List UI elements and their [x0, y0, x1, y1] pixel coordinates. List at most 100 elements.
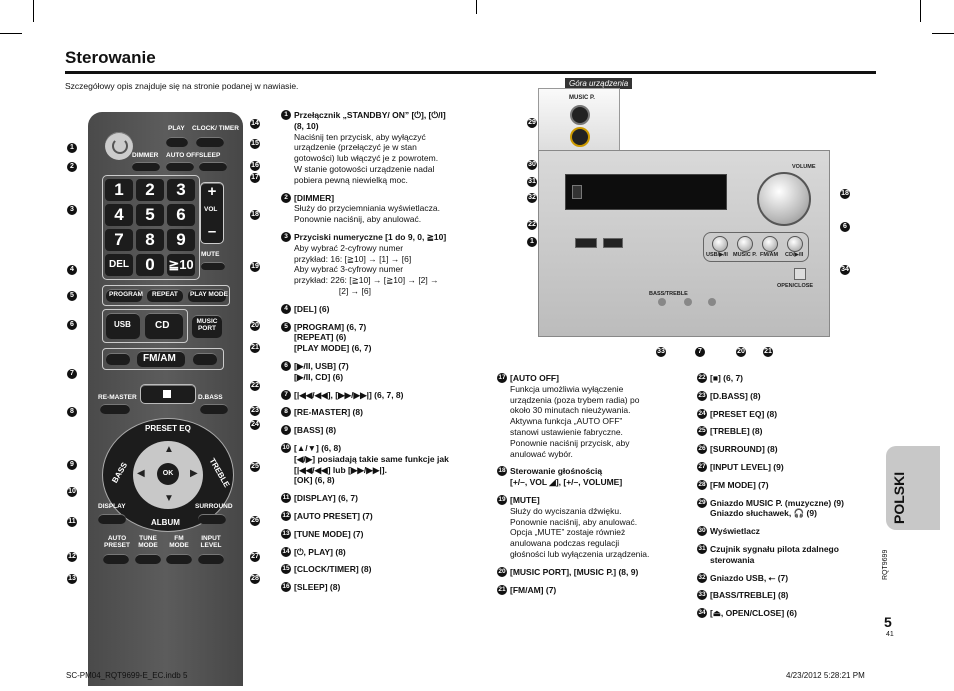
tune-mode-button[interactable] — [135, 554, 161, 564]
digit-key[interactable]: 8 — [136, 229, 164, 251]
del-button[interactable]: DEL — [105, 254, 133, 276]
repeat-button[interactable]: REPEAT — [147, 289, 183, 302]
item-heading: [TUNE MODE] (7) — [294, 528, 364, 539]
cd-play-button[interactable]: CD — [145, 313, 183, 339]
auto-preset-button[interactable] — [103, 554, 129, 564]
callout-badge: 18 — [250, 210, 260, 220]
eject-button[interactable] — [794, 268, 806, 280]
callout-badge: 6 — [67, 320, 77, 330]
digit-key[interactable]: 3 — [167, 179, 195, 201]
digit-key[interactable]: 1 — [105, 179, 133, 201]
item-heading: [D.BASS] (8) — [710, 390, 761, 401]
item-heading: [▲/▼] (6, 8) — [294, 442, 342, 453]
device-stop-button[interactable] — [603, 238, 623, 248]
display-button[interactable] — [98, 514, 126, 524]
auto-preset-label: AUTO PRESET — [103, 535, 130, 549]
item-number-badge: 29 — [697, 497, 707, 508]
description-item: 11[DISPLAY] (6, 7) — [281, 493, 486, 504]
remaster-button[interactable] — [100, 404, 130, 414]
device-fm-am-button[interactable] — [762, 236, 778, 252]
device-music-p-button[interactable] — [737, 236, 753, 252]
item-description: urządzenie (przełączyć je w stan — [294, 142, 417, 153]
item-number-badge: 16 — [281, 582, 291, 593]
digit-key[interactable]: 7 — [105, 229, 133, 251]
input-level-label: INPUT LEVEL — [200, 535, 222, 549]
digit-key[interactable]: ≧10 — [167, 254, 195, 276]
item-number-badge: 4 — [281, 303, 291, 314]
item-heading: [PROGRAM] (6, 7) — [294, 321, 367, 332]
usb-port[interactable] — [572, 185, 582, 199]
vol-label: VOL — [204, 206, 218, 213]
device-skip-forward-button[interactable] — [708, 298, 716, 306]
power-button[interactable] — [105, 132, 133, 160]
device-cd-button[interactable] — [787, 236, 803, 252]
direction-pad[interactable]: OK ▲ ▼ ◀ ▶ — [133, 441, 203, 509]
crop-mark — [0, 33, 22, 34]
digit-key[interactable]: 5 — [136, 204, 164, 226]
sleep-label: SLEEP — [199, 152, 221, 159]
item-heading: [PLAY MODE] (6, 7) — [294, 343, 372, 354]
bass-treble-button[interactable] — [658, 298, 666, 306]
item-number-badge: 21 — [497, 584, 507, 595]
surround-button[interactable] — [198, 514, 226, 524]
item-description: gotowości) lub włączyć je z powrotem. — [294, 153, 439, 164]
item-number-badge: 22 — [697, 373, 707, 383]
music-p-jack[interactable] — [570, 105, 590, 125]
device-power-button[interactable] — [575, 238, 597, 248]
item-heading: [REPEAT] (6) — [294, 332, 347, 343]
callout-badge: 19 — [250, 262, 260, 272]
digit-key[interactable]: 6 — [167, 204, 195, 226]
usb-play-button[interactable]: USB — [106, 313, 140, 339]
device-usb-button[interactable] — [712, 236, 728, 252]
auto-off-button[interactable] — [166, 162, 194, 171]
callout-badge: 1 — [67, 143, 77, 153]
item-heading: [|◀◀/◀◀] lub [▶▶/▶▶|]. — [294, 464, 387, 475]
skip-forward-button[interactable] — [193, 353, 217, 365]
item-description: stanowi ustawienie fabryczne. — [510, 426, 623, 437]
dbass-button[interactable] — [200, 404, 228, 414]
dimmer-label: DIMMER — [132, 152, 159, 159]
volume-knob[interactable] — [757, 172, 811, 226]
item-description: głośności lub wyłączenia urządzenia. — [510, 548, 650, 559]
navigation-ring[interactable]: PRESET EQ BASS TREBLE OK ▲ ▼ ◀ ▶ ALBUM — [102, 418, 234, 532]
digit-key[interactable]: 0 — [136, 254, 164, 276]
cd-btn-label: CD/▶/II — [785, 252, 804, 258]
play-mode-label: PLAY MODE — [190, 291, 228, 298]
stop-button[interactable] — [140, 384, 196, 404]
digit-key[interactable]: 4 — [105, 204, 133, 226]
item-description: anulowana podczas regulacji — [510, 538, 620, 549]
callout-badge: 20 — [736, 347, 746, 357]
device-display — [565, 174, 727, 210]
description-item: 19[MUTE]Służy do wyciszania dźwięku.Pono… — [497, 494, 687, 560]
dimmer-button[interactable] — [132, 162, 160, 171]
digit-key[interactable]: 9 — [167, 229, 195, 251]
item-description: Aby wybrać 3-cyfrowy numer — [294, 264, 404, 275]
program-button[interactable]: PROGRAM — [106, 289, 143, 302]
ok-button[interactable]: OK — [157, 463, 179, 485]
item-description: Funkcja umożliwia wyłączenie — [510, 383, 624, 394]
fm-mode-button[interactable] — [166, 554, 192, 564]
item-number-badge: 6 — [281, 360, 291, 371]
play-button[interactable] — [166, 137, 188, 147]
music-port-label: MUSIC PORT — [196, 318, 218, 332]
headphone-jack[interactable] — [570, 127, 590, 147]
item-description: Naciśnij ten przycisk, aby wyłączyć — [294, 131, 426, 142]
fm-am-button[interactable]: FM/AM — [137, 351, 185, 367]
device-skip-back-button[interactable] — [684, 298, 692, 306]
sleep-button[interactable] — [199, 162, 227, 171]
title-rule — [65, 71, 876, 74]
item-heading: [BASS] (8) — [294, 425, 337, 436]
music-port-button[interactable]: MUSIC PORT — [192, 315, 222, 338]
digit-key[interactable]: 2 — [136, 179, 164, 201]
volume-rocker[interactable]: + VOL – — [200, 182, 224, 244]
item-description: pobiera pewną niewielką moc. — [294, 174, 408, 185]
skip-back-button[interactable] — [106, 353, 130, 365]
play-mode-button[interactable]: PLAY MODE — [188, 289, 228, 302]
input-level-button[interactable] — [198, 554, 224, 564]
mute-button[interactable] — [201, 262, 225, 270]
clock-timer-button[interactable] — [196, 137, 224, 147]
